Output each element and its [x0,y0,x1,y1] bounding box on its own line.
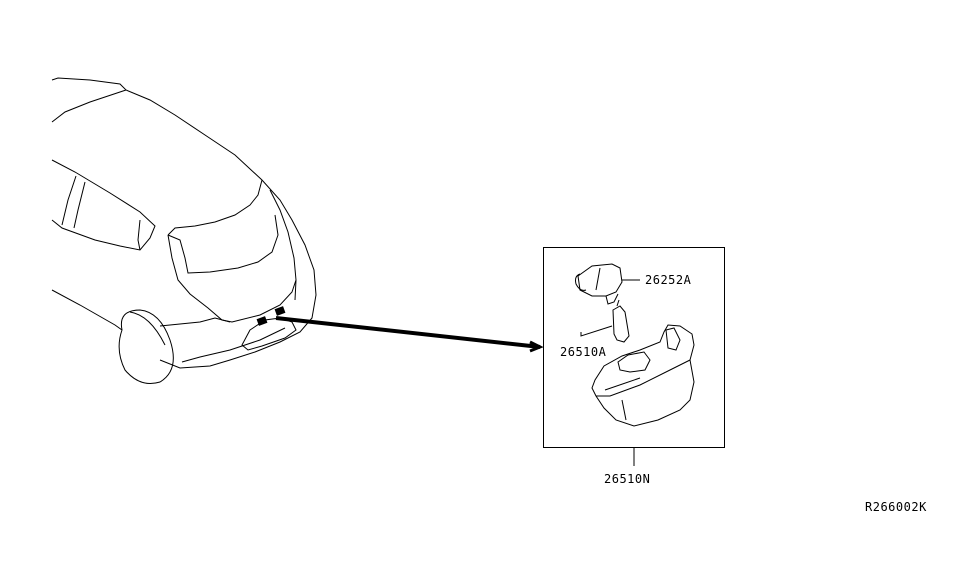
leader-arrow [275,316,544,353]
part-label-26252a: 26252A [645,273,692,287]
detail-box [543,247,725,448]
socket-part [575,263,640,305]
lamp-housing [591,324,695,466]
reference-code: R266002K [865,500,927,514]
vehicle-illustration [51,77,317,384]
part-label-26510a: 26510A [560,345,607,359]
bulb-part [580,299,630,343]
part-label-26510n: 26510N [604,472,651,486]
